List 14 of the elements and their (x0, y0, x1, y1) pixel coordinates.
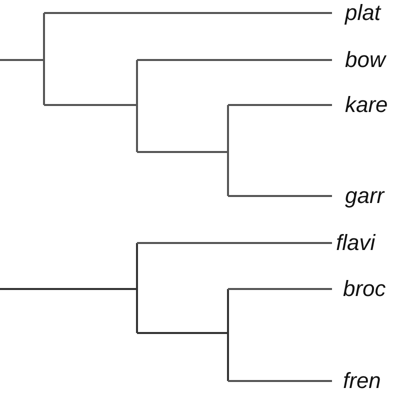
species-label: plat (345, 0, 380, 27)
species-label: flavi (336, 229, 376, 257)
branch-line (228, 104, 332, 106)
branch-line (44, 12, 332, 14)
species-label: broc (343, 275, 386, 303)
branch-line (228, 195, 332, 197)
branch-line (228, 380, 332, 382)
species-label: kare (345, 91, 388, 119)
branch-line (137, 242, 332, 244)
species-label: fren (343, 367, 381, 395)
branch-line (137, 59, 332, 61)
species-label: bow (345, 46, 386, 74)
species-label: garr (345, 182, 384, 210)
branch-line (228, 288, 332, 290)
